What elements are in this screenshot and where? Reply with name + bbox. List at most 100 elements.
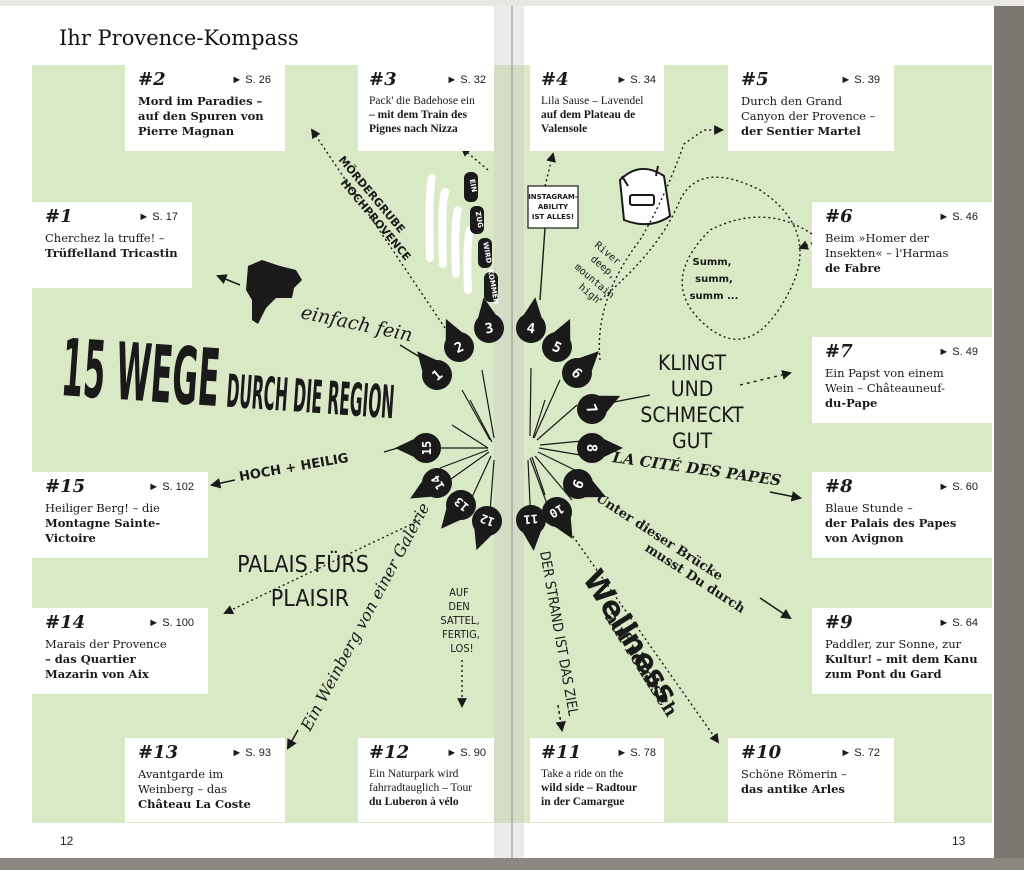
tour-text-2: das antike Arles: [741, 782, 845, 796]
page-ref: ► S. 39: [840, 74, 880, 86]
tour-text-1: Cherchez la truffe! –: [45, 231, 165, 245]
tour-text-1: Avantgarde im: [138, 767, 224, 781]
page-ref: ► S. 49: [938, 346, 978, 358]
headline: 15 WEGE DURCH DIE REGION: [59, 322, 397, 429]
tour-text-2: der Palais des Papes: [825, 516, 957, 530]
tour-text-3: Pignes nach Nizza: [369, 123, 458, 135]
page-title: Ihr Provence-Kompass: [59, 26, 299, 50]
tour-text-2: auf dem Plateau de: [541, 109, 636, 121]
tour-number: #4: [541, 69, 569, 90]
pin-10: 10: [536, 491, 586, 547]
svg-text:ABILITY: ABILITY: [538, 203, 569, 211]
page-ref: ► S. 72: [840, 747, 880, 759]
svg-text:DEN: DEN: [448, 600, 469, 613]
tour-number: #1: [45, 206, 73, 227]
tour-card-13[interactable]: #13 ► S. 93 Avantgarde im Weinberg – das…: [125, 738, 285, 822]
tour-text-2: Trüffelland Tricastin: [45, 246, 178, 260]
bee-flight-path: [599, 176, 822, 340]
pin-11-label: 11: [523, 511, 539, 526]
tour-card-10[interactable]: #10 ► S. 72 Schöne Römerin – das antike …: [728, 738, 894, 822]
page-ref: ► S. 17: [138, 211, 178, 223]
tour-text-3: du-Pape: [825, 396, 878, 410]
pin-8: 8: [577, 433, 623, 463]
pig-icon: [246, 260, 302, 324]
tour-text-1: Ein Papst von einem: [825, 366, 944, 380]
svg-text:ZUG: ZUG: [474, 211, 485, 229]
tour-text-1: Durch den Grand: [741, 94, 843, 108]
tour-number: #12: [369, 742, 410, 763]
pin-9: 9: [558, 464, 613, 511]
tour-card-14[interactable]: #14 ► S. 100 Marais der Provence – das Q…: [32, 608, 208, 694]
tour-number: #8: [825, 476, 853, 497]
svg-text:Summ,: Summ,: [693, 257, 732, 268]
pin-11: 11: [514, 503, 549, 553]
label-klingt: KLINGT UND SCHMECKT GUT: [640, 351, 744, 453]
svg-text:summ ...: summ ...: [690, 291, 739, 302]
tour-card-11[interactable]: #11 ► S. 78 Take a ride on the wild side…: [530, 738, 664, 822]
svg-text:INSTAGRAM-: INSTAGRAM-: [528, 193, 578, 201]
train-icon: EIN ZUG WIRD KOMMEN: [425, 172, 500, 305]
page-number-left: 12: [60, 834, 74, 848]
svg-text:summ,: summ,: [695, 274, 733, 285]
pin-12: 12: [462, 501, 507, 556]
tour-card-3[interactable]: #3 ► S. 32 Pack' die Badehose ein – mit …: [358, 65, 494, 151]
tour-card-15[interactable]: #15 ► S. 102 Heiliger Berg! – die Montag…: [32, 472, 208, 558]
pin-8-label: 8: [583, 444, 599, 452]
pin-3-label: 3: [484, 320, 495, 337]
tour-text-3: Château La Coste: [138, 797, 251, 811]
svg-text:LOS!: LOS!: [450, 642, 473, 655]
tour-card-8[interactable]: #8 ► S. 60 Blaue Stunde – der Palais des…: [812, 472, 992, 558]
page-ref: ► S. 46: [938, 211, 978, 223]
tour-text-1: Lila Sause – Lavendel: [541, 95, 644, 107]
svg-text:AUF: AUF: [449, 586, 469, 599]
label-summ: Summ, summ, summ ...: [690, 257, 739, 302]
page-ref: ► S. 34: [616, 74, 656, 86]
tour-text-3: von Avignon: [825, 531, 904, 545]
svg-text:UND: UND: [671, 377, 714, 401]
svg-text:GUT: GUT: [672, 429, 712, 453]
page-number-right: 13: [952, 834, 966, 848]
tour-text-2: Wein – Châteauneuf-: [825, 381, 945, 395]
tour-card-4[interactable]: #4 ► S. 34 Lila Sause – Lavendel auf dem…: [530, 65, 664, 151]
pin-7: 7: [572, 382, 627, 429]
page-edge-right: [994, 4, 1024, 866]
tour-text-1: Beim »Homer der: [825, 231, 930, 245]
pin-14: 14: [402, 462, 458, 512]
pin-2: 2: [432, 312, 479, 367]
tour-card-1[interactable]: #1 ► S. 17 Cherchez la truffe! – Trüffel…: [32, 202, 192, 288]
tour-text-2: Montagne Sainte-: [45, 516, 161, 530]
tour-card-2[interactable]: #2 ► S. 26 Mord im Paradies – auf den Sp…: [125, 65, 285, 151]
tour-text-3: Mazarin von Aix: [45, 667, 149, 681]
svg-text:KLINGT: KLINGT: [658, 351, 726, 375]
tour-text-3: der Sentier Martel: [741, 124, 861, 138]
tour-card-6[interactable]: #6 ► S. 46 Beim »Homer der Insekten« – l…: [812, 202, 992, 288]
headline-part1: 15 WEGE: [59, 322, 223, 425]
tour-number: #2: [138, 69, 166, 90]
tour-text-3: de Fabre: [825, 261, 881, 275]
tour-number: #15: [45, 476, 86, 497]
tour-text-1: Ein Naturpark wird: [369, 768, 459, 780]
tour-text-2: Kultur! – mit dem Kanu: [825, 652, 978, 666]
pin-14-label: 14: [428, 473, 447, 493]
gutter-shade: [494, 6, 524, 858]
headline-part2: DURCH DIE REGION: [225, 364, 396, 429]
tour-card-12[interactable]: #12 ► S. 90 Ein Naturpark wird fahrradta…: [358, 738, 494, 822]
svg-text:WIRD: WIRD: [481, 241, 493, 264]
label-sattel: AUF DEN SATTEL, FERTIG, LOS!: [440, 586, 480, 655]
pin-4: 4: [514, 295, 551, 345]
tour-number: #5: [741, 69, 769, 90]
page-ref: ► S. 64: [938, 617, 978, 629]
tour-text-3: in der Camargue: [541, 796, 625, 808]
pin-10-label: 10: [547, 501, 567, 520]
tour-card-7[interactable]: #7 ► S. 49 Ein Papst von einem Wein – Ch…: [812, 337, 992, 423]
tour-card-5[interactable]: #5 ► S. 39 Durch den Grand Canyon der Pr…: [728, 65, 894, 151]
tour-text-2: fahrradtauglich – Tour: [369, 782, 473, 794]
pin-12-label: 12: [478, 511, 496, 529]
tour-text-2: auf den Spuren von: [138, 109, 264, 123]
tour-text-1: Take a ride on the: [541, 768, 624, 780]
tour-card-9[interactable]: #9 ► S. 64 Paddler, zur Sonne, zur Kultu…: [812, 608, 992, 694]
pin-1: 1: [405, 341, 459, 397]
tour-number: #10: [741, 742, 782, 763]
tour-text-3: zum Pont du Gard: [825, 667, 942, 681]
instagram-sign: INSTAGRAM- ABILITY IST ALLES!: [527, 185, 579, 301]
